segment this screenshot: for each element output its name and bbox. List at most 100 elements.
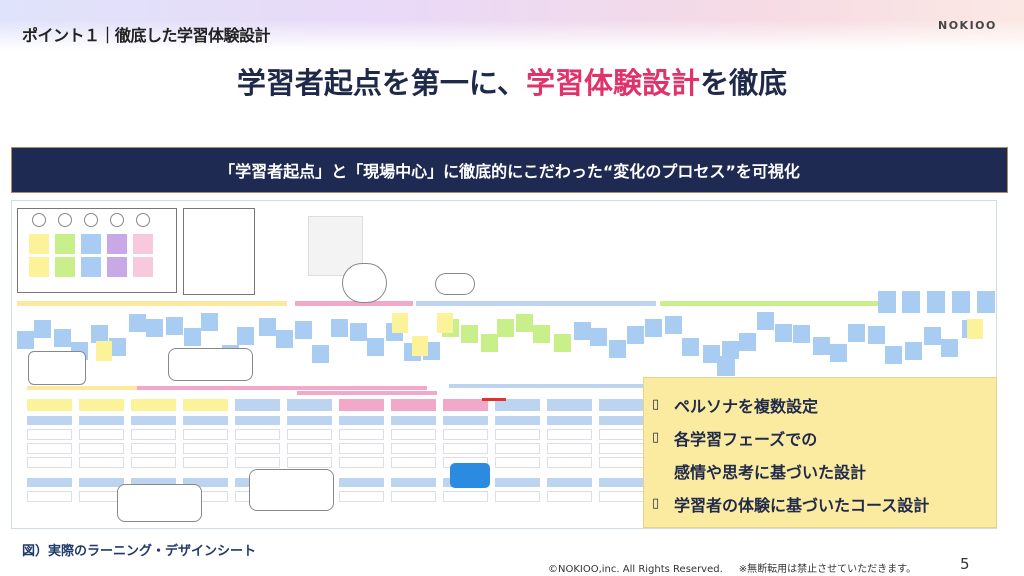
sticky-note [27,443,72,454]
sticky-note [96,341,112,361]
phase-bar [17,301,287,306]
sticky-note [682,337,700,356]
sticky-note [599,416,644,425]
sticky-note [131,478,176,487]
person-icon [136,213,150,227]
sticky-note [547,478,592,487]
callout-text: 学習者の体験に基づいたコース設計 [674,495,930,515]
sticky-note [128,313,146,332]
sticky-note [547,416,592,425]
sticky-note [295,320,313,339]
sticky-note [79,429,124,440]
sticky-note [183,443,228,454]
sticky-note [443,429,488,440]
sticky-note [311,345,329,364]
sticky-note [627,326,645,345]
sticky-note [339,478,384,487]
sticky-note [183,457,228,468]
sticky-note [235,429,280,440]
bullet-icon: ▯ [652,430,660,445]
sticky-note [27,399,72,411]
bullet-icon: ▯ [652,496,660,511]
sticky-note [27,457,72,468]
sticky-note [495,443,540,454]
header-band [0,0,1024,50]
headline-part2: を徹底 [700,66,788,100]
sticky-note [461,325,479,344]
sticky-note [339,399,384,411]
sticky-note [608,340,626,359]
sticky-note [830,344,848,363]
speech-bubble [342,263,387,303]
usage-notice: ※無断転用は禁止させていただきます。 [738,564,917,575]
sticky-note [146,319,164,338]
sticky-note [391,443,436,454]
sticky-note [108,338,126,357]
sticky-note [717,356,735,376]
point-title: ポイント１｜徹底した学習体験設計 [22,26,271,45]
sticky-note [573,322,591,341]
sticky-note [599,399,644,411]
sticky-note [237,326,255,345]
sticky-note [107,257,127,277]
learning-design-sheet-image [11,200,997,529]
sticky-note [868,326,886,345]
sticky-note [235,443,280,454]
sticky-note [757,311,775,330]
speech-bubble [249,469,334,511]
sticky-note [590,328,608,347]
sticky-note [131,429,176,440]
callout-item-continued: 感情や思考に基づいた設計 [652,454,996,487]
sticky-note [547,491,592,502]
sticky-note [55,234,75,254]
callout-text: ペルソナを複数設定 [674,396,819,416]
sticky-note [91,325,109,344]
sticky-note [339,416,384,425]
sticky-note [53,328,71,347]
key-points-callout: ▯ペルソナを複数設定 ▯各学習フェーズでの 感情や思考に基づいた設計 ▯学習者の… [643,377,997,528]
sticky-note [878,291,896,313]
speech-bubble [117,484,202,522]
sticky-note [259,317,277,336]
speech-bubble [435,273,475,295]
sticky-note [480,333,498,352]
page-headline: 学習者起点を第一に、学習体験設計を徹底 [0,60,1024,102]
note-panel [183,208,255,295]
sticky-note [391,416,436,425]
sticky-note [235,416,280,425]
speech-bubble [168,348,253,381]
sticky-note [79,457,124,468]
sticky-note [977,291,995,313]
sticky-note [200,312,218,331]
sticky-note [774,323,792,342]
sticky-note [165,316,183,335]
figure-caption: 図）実際のラーニング・デザインシート [22,544,257,559]
callout-text: 感情や思考に基づいた設計 [674,462,867,482]
sticky-note [547,399,592,411]
sticky-note [131,443,176,454]
sticky-note [235,399,280,411]
headline-highlight: 学習体験設計 [526,66,701,100]
sticky-note [739,333,757,352]
callout-item: ▯ 学習者の体験に基づいたコース設計 [652,487,996,520]
speech-bubble [28,351,86,385]
sticky-note [81,234,101,254]
sticky-note [183,478,228,487]
sticky-note [55,257,75,277]
sticky-note [702,344,720,363]
sticky-note [495,457,540,468]
sticky-note [27,478,72,487]
sticky-note [495,478,540,487]
sticky-note [331,319,349,338]
sticky-note [599,478,644,487]
sticky-note [927,291,945,313]
sticky-note [599,429,644,440]
sticky-note [339,491,384,502]
sticky-note [133,234,153,254]
sticky-note [392,313,408,333]
sticky-note [183,429,228,440]
sticky-note [391,457,436,468]
sticky-note [339,457,384,468]
subtitle-banner: 「学習者起点」と「現場中心」に徹底的にこだわった“変化のプロセス”を可視化 [11,147,1008,193]
bullet-icon: ▯ [652,397,660,412]
